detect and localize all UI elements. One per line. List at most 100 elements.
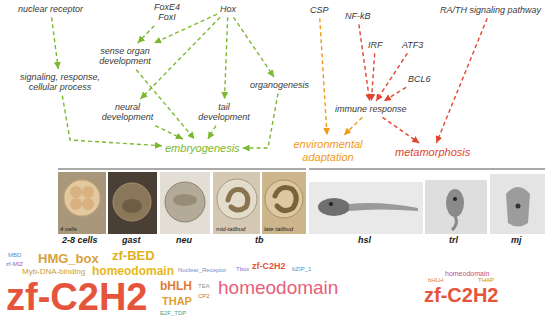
dashed-arrow — [208, 126, 216, 139]
word-cloud-term: homeodomain — [445, 270, 489, 278]
pathway-term: FoxE4 FoxI — [150, 2, 184, 23]
photo-ground — [490, 174, 545, 234]
term-text: tail development — [198, 102, 250, 123]
embryo-photo — [108, 172, 157, 234]
term-text: CSP — [310, 5, 329, 15]
term-text: Hox — [220, 4, 236, 14]
word-cloud-term: zf-MIZ — [6, 261, 23, 268]
pathway-term: organogenesis — [250, 80, 309, 90]
stage-label: 2-8 cells — [62, 236, 98, 246]
photo-ground — [262, 172, 306, 234]
pathway-term: ATF3 — [402, 40, 423, 50]
pathway-term: metamorphosis — [395, 146, 470, 159]
pathway-term: CSP — [310, 5, 329, 15]
dashed-arrow — [155, 126, 183, 139]
larva-eye — [329, 202, 333, 206]
larva-tail — [349, 203, 418, 211]
pathway-term: immune response — [335, 104, 407, 114]
embryo-detail — [122, 199, 142, 213]
embryo-shape — [165, 182, 205, 222]
dashed-arrow — [320, 18, 327, 135]
photo-ground — [108, 172, 157, 234]
larva-tail — [452, 216, 456, 230]
juvenile-photo — [490, 174, 545, 234]
term-text: sense organ development — [95, 46, 155, 67]
word-cloud-term: Myb-DNA-binding — [22, 268, 85, 277]
word-cloud-term: zf-C2H2 — [252, 262, 286, 272]
embryo-photo — [160, 172, 210, 234]
term-text: IRF — [368, 40, 383, 50]
word-cloud-term: THAP — [162, 295, 192, 307]
dashed-arrow — [140, 17, 220, 99]
pathway-term: sense organ development — [95, 46, 155, 67]
larva-body — [446, 189, 464, 217]
dashed-arrow — [359, 24, 370, 101]
stage-label: trl — [449, 236, 458, 246]
word-cloud-term: homeodomain — [218, 278, 338, 299]
term-text: FoxE4 FoxI — [150, 2, 184, 23]
term-text: nuclear receptor — [18, 4, 83, 14]
dashed-arrow — [136, 70, 194, 139]
pathway-term: signaling, response, cellular process — [10, 72, 110, 93]
embryo-cell — [70, 186, 82, 198]
pathway-term: tail development — [198, 102, 250, 123]
dashed-arrow — [344, 117, 362, 135]
stage-label: neu — [176, 236, 192, 246]
embryo-shape — [217, 179, 257, 219]
larva-eye — [453, 197, 457, 201]
stage-bracket — [309, 169, 545, 170]
dashed-arrow — [371, 53, 374, 101]
word-cloud-term: zf-BED — [112, 249, 155, 263]
pathway-term: IRF — [368, 40, 383, 50]
term-text: BCL6 — [408, 74, 431, 84]
word-cloud-term: zf-C2H2 — [6, 278, 147, 316]
word-cloud-term: Nuclear_Receptor — [178, 267, 226, 274]
embryo-cell — [70, 198, 82, 210]
photo-ground — [309, 182, 423, 234]
pathway-term: neural development — [100, 102, 155, 123]
term-text: metamorphosis — [395, 146, 470, 159]
stage-label: 4 cells — [60, 226, 77, 233]
photo-ground — [425, 180, 487, 234]
word-cloud-term: bHLH — [160, 280, 192, 293]
term-text: environmental adaptation — [288, 138, 368, 163]
term-text: organogenesis — [250, 80, 309, 90]
stage-bracket — [58, 169, 306, 170]
dashed-arrow — [138, 26, 155, 43]
term-text: NF-kB — [345, 11, 371, 21]
dashed-arrow — [225, 17, 228, 99]
term-text: RA/TH signaling pathway — [440, 5, 541, 15]
term-text: signaling, response, cellular process — [10, 72, 110, 93]
word-cloud-term: bZIP_1 — [292, 266, 311, 273]
pathway-term: environmental adaptation — [288, 138, 368, 163]
juvenile-body — [506, 187, 530, 227]
larva-photo — [309, 182, 423, 234]
larva-head — [318, 198, 350, 216]
pathway-term: NF-kB — [345, 11, 371, 21]
word-cloud-term: zf-C2H2 — [424, 284, 498, 306]
word-cloud-term: bHLH — [428, 277, 443, 284]
term-text: neural development — [100, 102, 155, 123]
larva-photo — [425, 180, 487, 234]
stage-label: late tailbud — [264, 226, 293, 233]
embryo-shape — [265, 180, 303, 218]
photo-ground — [213, 172, 260, 234]
embryo-photo — [262, 172, 306, 234]
word-cloud-term: HMG_box — [38, 252, 99, 266]
juvenile-organ — [516, 204, 521, 209]
term-text: immune response — [335, 104, 407, 114]
dashed-arrow — [52, 17, 59, 69]
stage-label: hsl — [358, 236, 371, 246]
word-cloud-term: Tbox — [236, 266, 249, 273]
dashed-arrow — [376, 53, 407, 101]
pathway-term: RA/TH signaling pathway — [440, 5, 541, 15]
dashed-arrow — [384, 87, 406, 101]
term-text: embryogenesis — [165, 142, 240, 155]
stage-label: mj — [511, 236, 522, 246]
word-cloud-term: homeodomain — [92, 265, 174, 278]
pathway-term: Hox — [220, 4, 236, 14]
term-text: ATF3 — [402, 40, 423, 50]
word-cloud-term: MBD — [8, 252, 21, 259]
dashed-arrow — [62, 96, 162, 146]
embryo-detail — [173, 194, 197, 206]
